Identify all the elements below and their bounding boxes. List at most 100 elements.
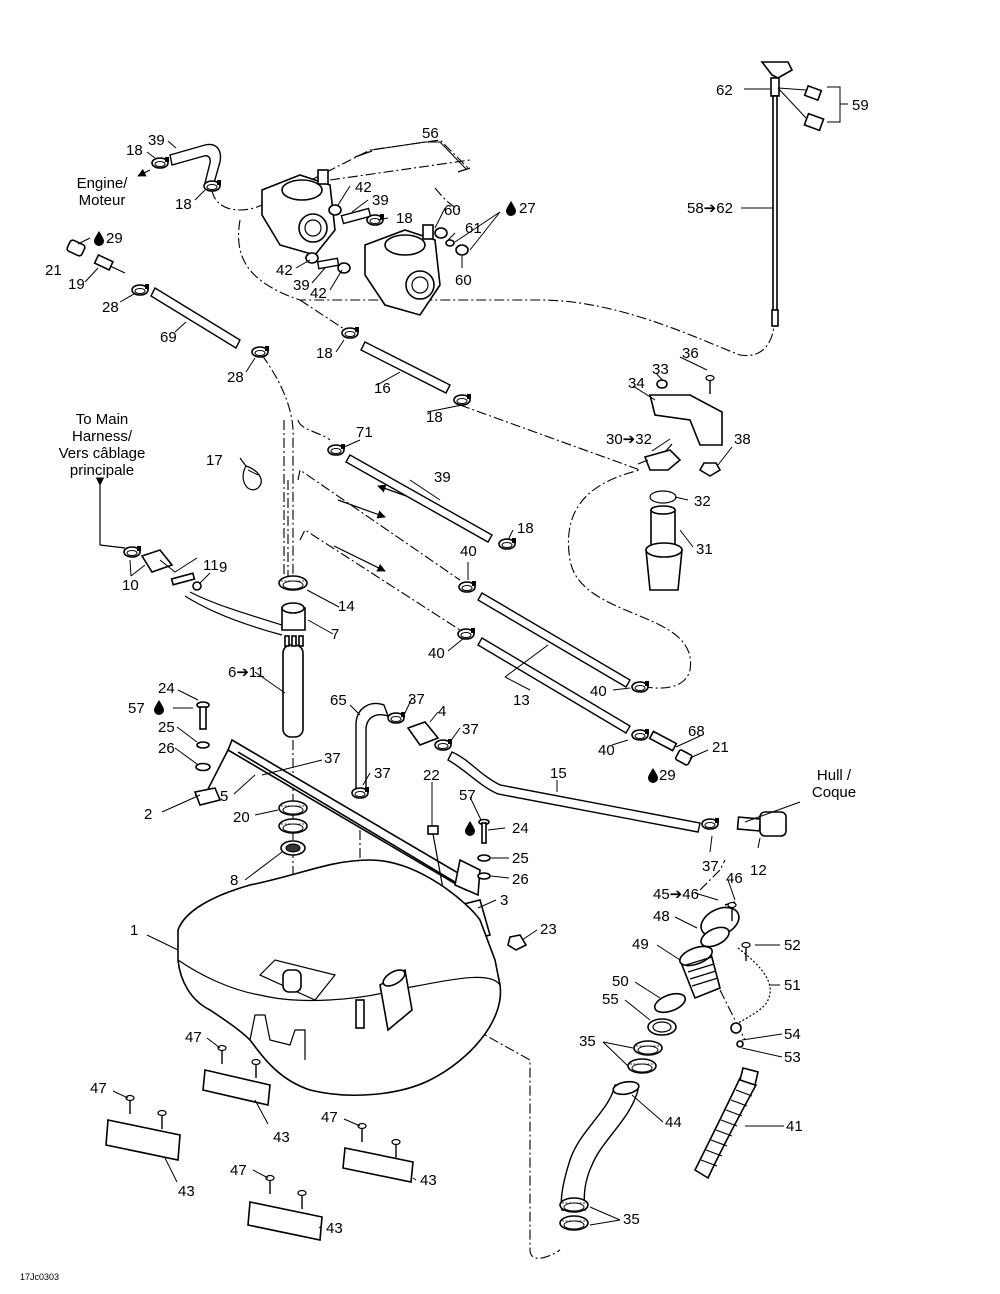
caption-engine-1: Engine/ bbox=[77, 175, 129, 192]
vent-hose-41 bbox=[693, 1067, 759, 1180]
callout: 40 bbox=[460, 543, 477, 560]
hose-69 bbox=[131, 283, 270, 358]
callout: 53 bbox=[784, 1049, 801, 1066]
pad-43-a bbox=[202, 1044, 271, 1106]
caption-engine-2: Moteur bbox=[79, 192, 126, 209]
callout: 39 bbox=[372, 192, 389, 209]
callout: 18 bbox=[426, 409, 443, 426]
callout: 4 bbox=[438, 703, 446, 720]
callout: 38 bbox=[734, 431, 751, 448]
fuel-tank bbox=[177, 859, 502, 1096]
fluid-drop-icon bbox=[154, 700, 164, 715]
callout: 18 bbox=[517, 520, 534, 537]
callout: 60 bbox=[455, 272, 472, 289]
callout: 26 bbox=[512, 871, 529, 888]
callout: 45➔46 bbox=[653, 886, 699, 903]
callout: 31 bbox=[696, 541, 713, 558]
callout: 29 bbox=[106, 230, 123, 247]
callout: 9 bbox=[219, 559, 227, 576]
callout: 52 bbox=[784, 937, 801, 954]
fuel-gauge-sender bbox=[760, 61, 825, 327]
callout: 19 bbox=[68, 276, 85, 293]
callout: 12 bbox=[750, 862, 767, 879]
pad-43-b bbox=[105, 1094, 181, 1161]
callout: 68 bbox=[688, 723, 705, 740]
callout: 21 bbox=[712, 739, 729, 756]
filler-cap-48 bbox=[700, 901, 751, 962]
hoses-13 bbox=[457, 580, 693, 766]
caption-harness-4: principale bbox=[70, 462, 134, 479]
pad-43-c bbox=[342, 1122, 414, 1183]
callout: 2 bbox=[144, 806, 152, 823]
fluid-drop-icon bbox=[506, 201, 516, 216]
caption-harness-3: Vers câblage bbox=[59, 445, 146, 462]
callout: 46 bbox=[726, 870, 743, 887]
fuel-pickup-assembly bbox=[278, 575, 308, 738]
callout: 50 bbox=[612, 973, 629, 990]
callout: 48 bbox=[653, 908, 670, 925]
callout: 40 bbox=[590, 683, 607, 700]
callout: 35 bbox=[579, 1033, 596, 1050]
caption-harness-1: To Main bbox=[76, 411, 129, 428]
callout: 61 bbox=[465, 220, 482, 237]
callout: 33 bbox=[652, 361, 669, 378]
fuel-filter-group bbox=[637, 374, 723, 591]
callout: 37 bbox=[324, 750, 341, 767]
callout: 60 bbox=[444, 202, 461, 219]
flow-arrow-icon bbox=[337, 499, 386, 519]
callout: 16 bbox=[374, 380, 391, 397]
callout: 47 bbox=[185, 1029, 202, 1046]
callout: 18 bbox=[316, 345, 333, 362]
callout: 43 bbox=[273, 1129, 290, 1146]
callout: 51 bbox=[784, 977, 801, 994]
callout: 35 bbox=[623, 1211, 640, 1228]
callout: 32 bbox=[694, 493, 711, 510]
caption-hull-2: Coque bbox=[812, 784, 856, 801]
harness-connector bbox=[95, 477, 283, 636]
callout: 23 bbox=[540, 921, 557, 938]
callout: 69 bbox=[160, 329, 177, 346]
bolt-24-right bbox=[477, 818, 528, 951]
callout: 24 bbox=[158, 680, 175, 697]
callout: 7 bbox=[331, 626, 339, 643]
callout: 43 bbox=[326, 1220, 343, 1237]
callout: 8 bbox=[230, 872, 238, 889]
callout: 42 bbox=[310, 285, 327, 302]
engine-return-hose bbox=[137, 143, 222, 192]
callout: 71 bbox=[356, 424, 373, 441]
bolt-24-left bbox=[195, 701, 211, 772]
callout: 21 bbox=[45, 262, 62, 279]
callout: 57 bbox=[459, 787, 476, 804]
callout: 43 bbox=[420, 1172, 437, 1189]
callout: 28 bbox=[102, 299, 119, 316]
tether-51 bbox=[730, 947, 771, 1048]
callout: 47 bbox=[321, 1109, 338, 1126]
fluid-drop-icon bbox=[94, 231, 104, 246]
callout: 42 bbox=[276, 262, 293, 279]
callout: 34 bbox=[628, 375, 645, 392]
callout: 17 bbox=[206, 452, 223, 469]
callout: 18 bbox=[175, 196, 192, 213]
callout: 65 bbox=[330, 692, 347, 709]
callout: 49 bbox=[632, 936, 649, 953]
callout: 28 bbox=[227, 369, 244, 386]
hose-15 bbox=[447, 751, 787, 837]
pad-43-d bbox=[247, 1174, 323, 1241]
callout: 40 bbox=[428, 645, 445, 662]
callout: 42 bbox=[355, 179, 372, 196]
callout: 18 bbox=[126, 142, 143, 159]
callout: 29 bbox=[659, 767, 676, 784]
callout: 24 bbox=[512, 820, 529, 837]
callout: 10 bbox=[122, 577, 139, 594]
callout: 27 bbox=[519, 200, 536, 217]
callout: 39 bbox=[293, 277, 310, 294]
leader-lines bbox=[77, 86, 848, 1229]
callout: 20 bbox=[233, 809, 250, 826]
diagram-code: 17Jc0303 bbox=[20, 1272, 59, 1282]
carburetor-rear bbox=[364, 224, 441, 316]
callout: 37 bbox=[702, 858, 719, 875]
callout: 39 bbox=[434, 469, 451, 486]
callout: 37 bbox=[462, 721, 479, 738]
fluid-drop-icon bbox=[648, 768, 658, 783]
